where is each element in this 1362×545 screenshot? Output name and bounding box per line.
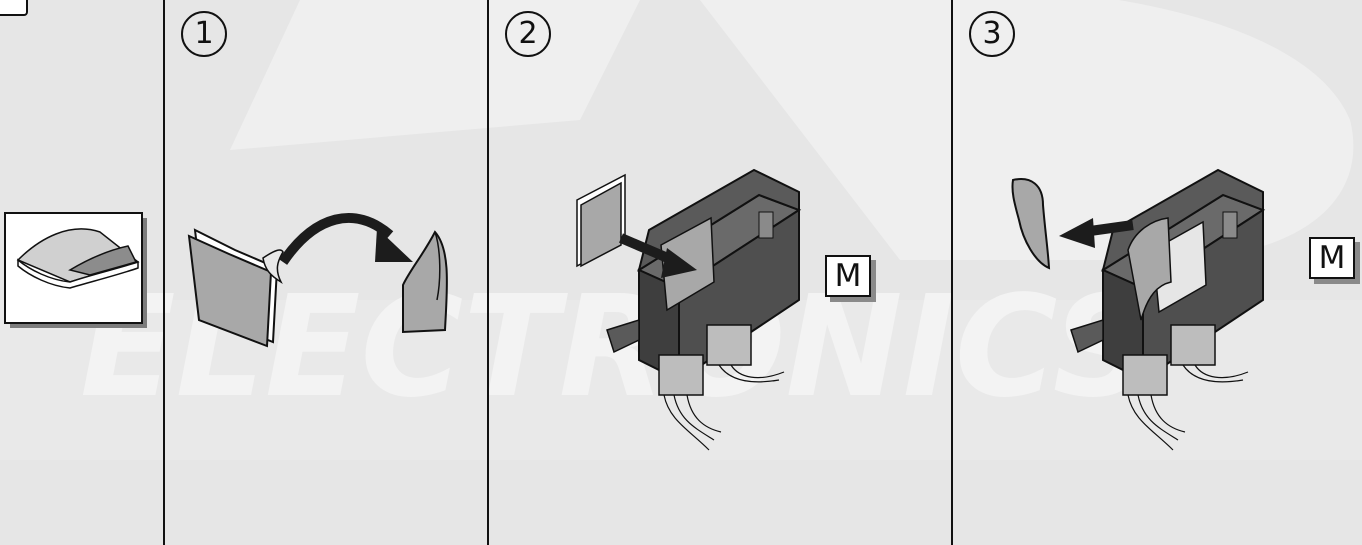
panel-divider: [951, 0, 953, 545]
apply-tape-illustration: [576, 168, 802, 451]
peel-liner-arrow-icon: [278, 212, 394, 265]
control-module-icon: [606, 168, 802, 451]
corner-frame: [0, 0, 28, 16]
step-number-1: 1: [181, 11, 227, 57]
panel-divider: [487, 0, 489, 545]
double-sided-tape-icon: [4, 212, 147, 328]
module-marker-3: M: [1309, 237, 1355, 279]
control-module-icon: [1070, 168, 1266, 451]
module-marker-2: M: [825, 255, 871, 297]
peel-liner-illustration: [187, 212, 448, 348]
step-number-2: 2: [505, 11, 551, 57]
step-number-3: 3: [969, 11, 1015, 57]
remove-liner-illustration: [1011, 168, 1266, 451]
panel-divider: [163, 0, 165, 545]
